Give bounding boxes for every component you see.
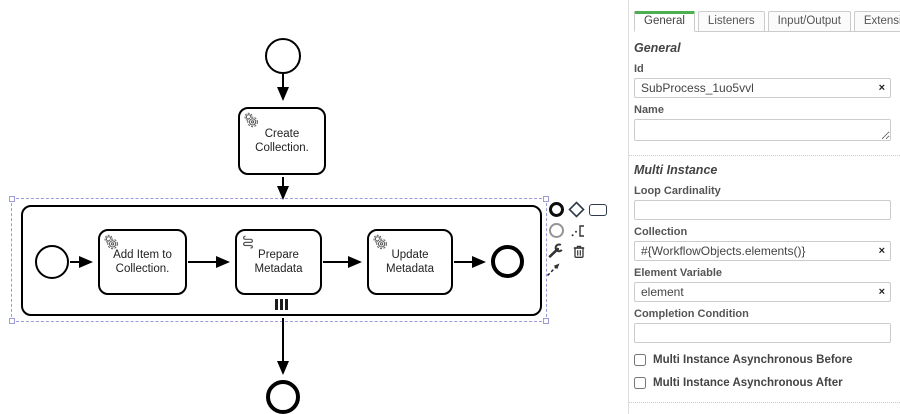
resize-handle-nw[interactable]: [9, 196, 15, 202]
name-label: Name: [634, 104, 664, 116]
async-before-checkbox[interactable]: [634, 354, 646, 366]
task-prepare-metadata[interactable]: Prepare Metadata: [235, 229, 322, 295]
resize-handle-se[interactable]: [543, 318, 549, 324]
section-divider: [629, 155, 900, 156]
task-label-line: Prepare: [258, 249, 299, 261]
service-task-gear-icon: [244, 112, 258, 128]
append-end-event-icon[interactable]: [549, 202, 564, 217]
section-divider: [629, 402, 900, 403]
tab-listeners[interactable]: Listeners: [697, 11, 765, 32]
task-update-metadata[interactable]: Update Metadata: [367, 229, 453, 295]
diagram-canvas[interactable]: Create Collection. Add Item to Collectio…: [0, 0, 628, 414]
service-task-gear-icon: [373, 234, 387, 250]
loop-cardinality-input[interactable]: [634, 200, 891, 220]
task-label-line: Collection.: [115, 263, 170, 275]
collection-label: Collection: [634, 226, 688, 238]
service-task-gear-icon: [104, 234, 118, 250]
append-intermediate-event-icon[interactable]: [549, 223, 564, 238]
id-input[interactable]: [634, 78, 891, 98]
tab-input-output[interactable]: Input/Output: [767, 11, 851, 32]
task-label-line: Add Item to: [113, 249, 172, 261]
clear-collection-button[interactable]: ×: [878, 245, 885, 257]
collection-input[interactable]: [634, 241, 891, 261]
completion-condition-input[interactable]: [634, 323, 891, 343]
section-heading-general: General: [634, 41, 681, 55]
task-create-collection[interactable]: Create Collection.: [238, 107, 326, 175]
append-task-icon[interactable]: [589, 204, 607, 216]
async-after-checkbox[interactable]: [634, 377, 646, 389]
start-event[interactable]: [265, 38, 301, 74]
name-input[interactable]: [634, 119, 891, 141]
task-label-line: Metadata: [254, 263, 303, 275]
task-label-line: Update: [391, 249, 429, 261]
task-label-line: Metadata: [386, 263, 434, 275]
id-label: Id: [634, 63, 644, 75]
tab-extensions[interactable]: Extensions: [853, 11, 900, 32]
section-heading-multi-instance: Multi Instance: [634, 163, 718, 177]
resize-handle-sw[interactable]: [9, 318, 15, 324]
async-before-label: Multi Instance Asynchronous Before: [653, 354, 853, 366]
loop-cardinality-label: Loop Cardinality: [634, 185, 721, 197]
append-gateway-icon[interactable]: [568, 201, 585, 218]
properties-panel: General Listeners Input/Output Extension…: [628, 0, 900, 414]
clear-element-variable-button[interactable]: ×: [878, 286, 885, 298]
connect-tool-icon[interactable]: [545, 261, 562, 278]
wrench-change-type-icon[interactable]: [547, 242, 564, 259]
end-event[interactable]: [266, 380, 300, 414]
clear-id-button[interactable]: ×: [878, 82, 885, 94]
append-text-annotation-icon[interactable]: [570, 222, 587, 239]
subprocess-start-event[interactable]: [35, 245, 69, 279]
resize-handle-ne[interactable]: [543, 196, 549, 202]
element-variable-label: Element Variable: [634, 267, 723, 279]
completion-condition-label: Completion Condition: [634, 308, 749, 320]
tab-general[interactable]: General: [634, 11, 695, 32]
properties-tabbar: General Listeners Input/Output Extension…: [634, 10, 900, 32]
element-variable-input[interactable]: [634, 282, 891, 302]
subprocess-end-event[interactable]: [491, 245, 524, 278]
task-label-line: Create: [264, 128, 300, 140]
trash-delete-icon[interactable]: [571, 243, 587, 259]
task-label-line: Collection.: [255, 142, 309, 154]
script-task-icon: [243, 235, 253, 249]
multi-instance-parallel-marker-icon: [275, 299, 288, 310]
task-add-item-to-collection[interactable]: Add Item to Collection.: [98, 229, 187, 295]
async-after-label: Multi Instance Asynchronous After: [653, 377, 843, 389]
